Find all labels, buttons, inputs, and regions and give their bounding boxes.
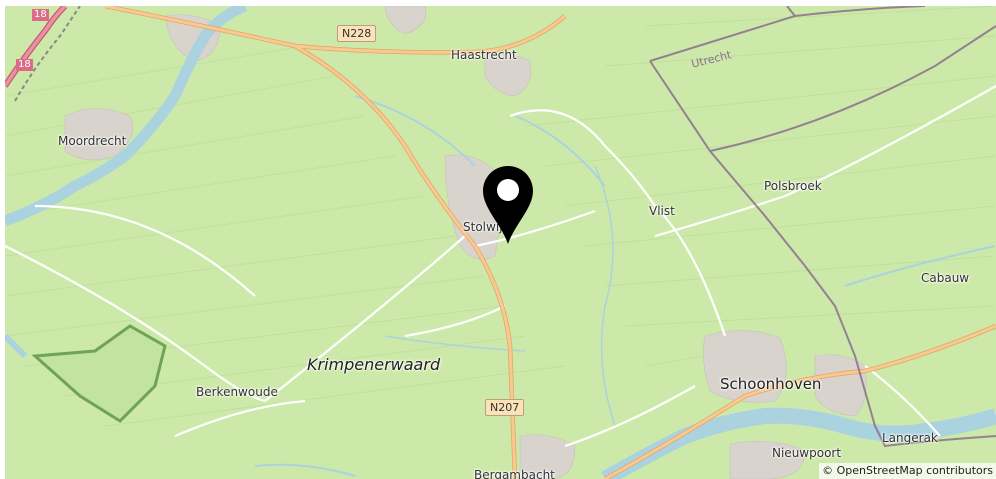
nature-reserve (31, 324, 167, 423)
place-label-langerak: Langerak (882, 431, 938, 445)
place-label-berkenwoude: Berkenwoude (196, 385, 278, 399)
road-shield-n228: N228 (337, 25, 377, 42)
place-label-schoonhoven: Schoonhoven (720, 375, 822, 393)
map-pin-icon (483, 166, 533, 244)
road-shield-n207: N207 (485, 399, 525, 416)
minor-roads (5, 85, 996, 448)
road-shield-a20-top: 18 (32, 9, 49, 21)
place-label-cabauw: Cabauw (921, 271, 970, 285)
map-attribution[interactable]: © OpenStreetMap contributors (819, 463, 996, 479)
field-parcels (5, 6, 996, 427)
place-label-moordrecht: Moordrecht (58, 134, 127, 148)
place-label-vlist: Vlist (649, 204, 675, 218)
secondary-roads (104, 6, 996, 479)
place-label-polsbroek: Polsbroek (764, 179, 822, 193)
location-marker[interactable] (481, 164, 535, 246)
region-label: Krimpenerwaard (307, 355, 441, 374)
place-label-haastrecht: Haastrecht (451, 48, 517, 62)
road-shield-a20: 18 (16, 59, 33, 71)
province-boundary (649, 6, 996, 448)
place-label-nieuwpoort: Nieuwpoort (772, 446, 842, 460)
map-canvas[interactable]: N228 N207 18 18 Haastrecht Moordrecht St… (5, 6, 996, 479)
place-label-bergambacht: Bergambacht (474, 468, 555, 479)
